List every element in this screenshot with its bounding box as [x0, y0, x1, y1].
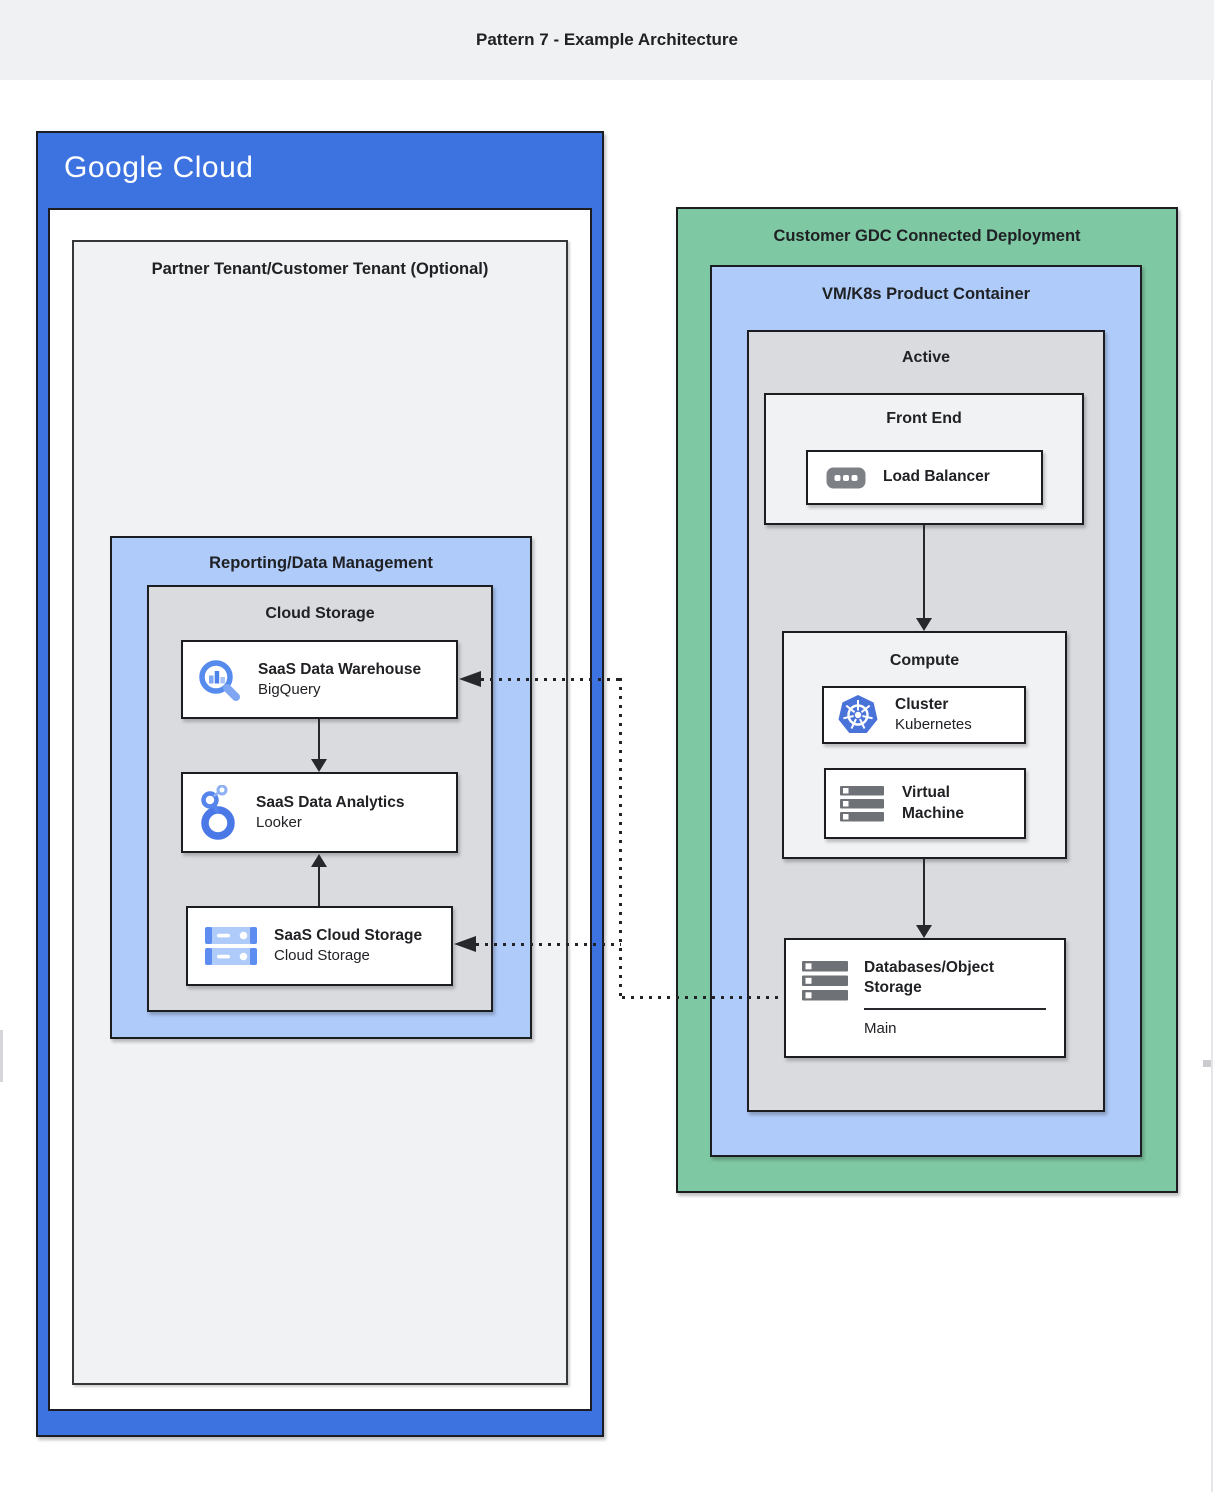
- connector-storage-analytics: [318, 866, 320, 906]
- dotted-connector-database: [622, 996, 784, 999]
- page-edge-marker: [1203, 1060, 1211, 1067]
- google-cloud-logo: Google Cloud: [64, 151, 254, 184]
- card-subtitle: Kubernetes: [895, 716, 972, 734]
- saas-cloud-storage-card: SaaS Cloud Storage Cloud Storage: [186, 906, 453, 986]
- arrowhead-down-icon: [916, 925, 932, 938]
- front-end-title: Front End: [886, 410, 962, 427]
- kubernetes-icon: [836, 694, 880, 736]
- partner-tenant-title: Partner Tenant/Customer Tenant (Optional…: [151, 260, 489, 278]
- connector-compute-database: [923, 859, 925, 925]
- page-edge-marker: [0, 1030, 3, 1082]
- compute-title: Compute: [889, 652, 960, 669]
- active-title: Active: [901, 349, 951, 366]
- load-balancer-card: Load Balancer: [806, 450, 1043, 505]
- cloud-storage-group-title: Cloud Storage: [265, 605, 375, 622]
- load-balancer-icon: [826, 467, 866, 489]
- virtual-machine-icon: [840, 785, 884, 822]
- dotted-arrowhead-left-icon: [454, 936, 476, 952]
- card-title: SaaS Data Analytics: [256, 793, 405, 811]
- cloud-storage-icon: [204, 926, 258, 966]
- dotted-connector-storage: [476, 943, 621, 946]
- connector-warehouse-analytics: [318, 719, 320, 760]
- looker-icon: [196, 784, 242, 841]
- database-main-label: Main: [864, 1020, 897, 1038]
- saas-data-analytics-card: SaaS Data Analytics Looker: [181, 772, 458, 853]
- vm-k8s-title: VM/K8s Product Container: [821, 285, 1031, 303]
- card-title: SaaS Cloud Storage: [274, 927, 423, 945]
- reporting-title: Reporting/Data Management: [209, 554, 433, 572]
- bigquery-icon: [196, 657, 242, 703]
- dotted-arrowhead-left-icon: [459, 671, 481, 687]
- cluster-card: Cluster Kubernetes: [822, 686, 1026, 744]
- saas-data-warehouse-card: SaaS Data Warehouse BigQuery: [181, 640, 458, 719]
- databases-object-storage-card: Databases/Object Storage Main: [784, 938, 1066, 1058]
- dotted-connector-warehouse: [481, 678, 621, 681]
- card-title: SaaS Data Warehouse: [258, 660, 422, 678]
- card-title: Cluster: [895, 696, 949, 714]
- virtual-machine-card: Virtual Machine: [824, 768, 1026, 839]
- page-edge-line: [1211, 80, 1213, 1492]
- page-title: Pattern 7 - Example Architecture: [475, 30, 738, 49]
- storage-stack-icon: [802, 961, 848, 1001]
- gdc-title: Customer GDC Connected Deployment: [773, 227, 1081, 245]
- divider: [864, 1008, 1047, 1011]
- arrowhead-up-icon: [311, 854, 327, 867]
- title-bar: Pattern 7 - Example Architecture: [0, 0, 1214, 80]
- arrowhead-down-icon: [311, 759, 327, 772]
- card-title: Virtual Machine: [902, 784, 965, 822]
- arrowhead-down-icon: [916, 618, 932, 631]
- card-title: Databases/Object Storage: [864, 959, 995, 997]
- card-title: Load Balancer: [883, 468, 990, 486]
- connector-frontend-compute: [923, 525, 925, 619]
- card-subtitle: Cloud Storage: [274, 947, 370, 965]
- card-subtitle: BigQuery: [258, 680, 321, 698]
- dotted-connector-vertical: [619, 678, 622, 998]
- card-subtitle: Looker: [256, 813, 302, 831]
